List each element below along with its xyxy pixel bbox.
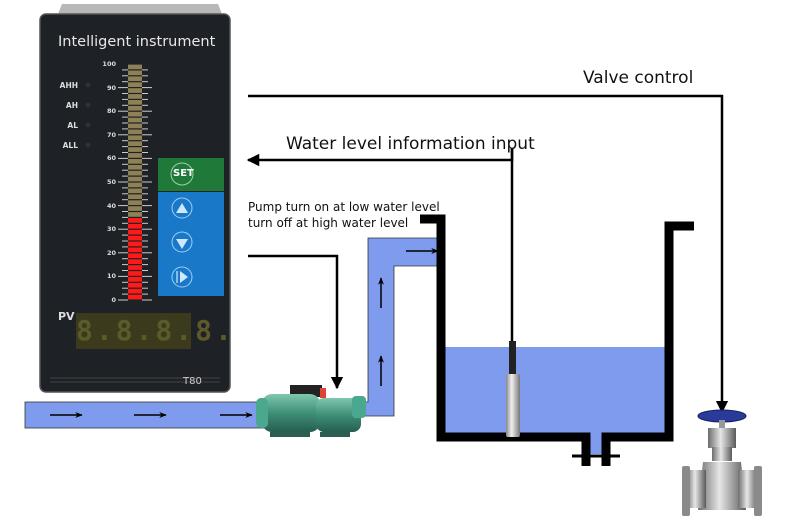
level-bar-graph	[118, 64, 152, 301]
set-button-label[interactable]: SET	[173, 168, 194, 179]
bar-segment	[128, 247, 142, 253]
bar-segment	[128, 94, 142, 99]
water-body	[441, 347, 669, 437]
up-button[interactable]	[171, 197, 193, 219]
pump-control-arrow	[248, 254, 344, 390]
scale-tick-label: 100	[102, 60, 116, 68]
bar-segment	[128, 259, 142, 264]
bar-segment	[128, 277, 142, 282]
level-sensor	[506, 148, 520, 437]
bar-segment	[128, 129, 142, 135]
scale-tick-label: 90	[106, 83, 116, 92]
down-arrow-icon	[176, 239, 188, 249]
bar-segment	[128, 229, 142, 235]
valve-control-arrow	[248, 94, 729, 414]
alarm-label-ah: AH	[65, 101, 78, 110]
bar-segment	[128, 153, 142, 158]
scale-tick-label: 80	[106, 107, 116, 116]
water-level-input-label: Water level information input	[286, 134, 535, 154]
pump-off-label: turn off at high water level	[248, 216, 409, 230]
bar-segment	[128, 170, 142, 176]
alarm-led-all	[85, 142, 91, 148]
scale-tick-label: 20	[106, 248, 116, 257]
bar-segment	[128, 70, 142, 76]
shift-button[interactable]	[171, 266, 193, 288]
bar-segment	[128, 176, 142, 182]
bar-segment	[128, 141, 142, 146]
scale-tick-label: 30	[106, 225, 116, 234]
gate-valve-icon	[682, 409, 762, 516]
alarm-led-al	[85, 122, 91, 128]
bar-segment	[128, 253, 142, 259]
bar-segment	[128, 218, 142, 223]
pv-label: PV	[58, 310, 75, 323]
inlet-pipe	[24, 401, 276, 429]
bar-segment	[128, 223, 142, 229]
scale-tick-label: 40	[106, 201, 116, 210]
up-arrow-icon	[176, 203, 188, 213]
bar-segment	[128, 194, 142, 200]
alarm-led-ah	[85, 102, 91, 108]
bar-segment	[128, 117, 142, 123]
bar-segment	[128, 159, 142, 164]
riser-pipe	[354, 237, 441, 417]
scale-tick-label: 10	[106, 272, 116, 281]
alarm-label-ahh: AHH	[59, 81, 78, 90]
alarm-led-ahh	[85, 82, 91, 88]
bar-segment	[128, 88, 142, 93]
water-tank	[420, 214, 694, 466]
bar-segment	[128, 200, 142, 205]
intelligent-instrument	[39, 4, 231, 393]
pump-on-label: Pump turn on at low water level	[248, 200, 440, 214]
water-level-arrow	[246, 148, 514, 167]
bar-segment	[128, 64, 142, 70]
alarm-label-all: ALL	[62, 141, 78, 150]
bar-segment	[128, 111, 142, 117]
valve-control-label: Valve control	[583, 68, 694, 88]
bar-segment	[128, 212, 142, 217]
bar-segment	[128, 235, 142, 241]
bar-segment	[128, 241, 142, 247]
bar-segment	[128, 123, 142, 129]
bar-segment	[128, 294, 142, 300]
scale-tick-label: 50	[106, 178, 116, 186]
bar-segment	[128, 100, 142, 105]
bar-segment	[128, 288, 142, 294]
pv-display: 8.8.8.8.	[76, 313, 235, 349]
shift-arrow-icon	[180, 271, 188, 283]
instrument-title: Intelligent instrument	[58, 34, 216, 50]
scale-tick-label: 70	[106, 130, 116, 139]
bar-segment	[128, 182, 142, 188]
bar-segment	[128, 76, 142, 82]
bar-segment	[128, 164, 142, 170]
bar-segment	[128, 188, 142, 194]
bar-segment	[128, 265, 142, 270]
pump-icon	[256, 385, 366, 437]
bar-segment	[128, 147, 142, 152]
scale-tick-label: 0	[111, 296, 116, 304]
alarm-label-al: AL	[67, 121, 78, 130]
bar-segment	[128, 105, 142, 111]
down-button[interactable]	[171, 231, 193, 253]
scale-tick-label: 60	[106, 154, 116, 163]
bar-segment	[128, 206, 142, 211]
bar-segment	[128, 82, 142, 87]
bar-segment	[128, 282, 142, 288]
model-label: T80	[183, 376, 202, 387]
bar-segment	[128, 271, 142, 276]
bar-segment	[128, 135, 142, 141]
set-button[interactable]	[158, 158, 224, 191]
